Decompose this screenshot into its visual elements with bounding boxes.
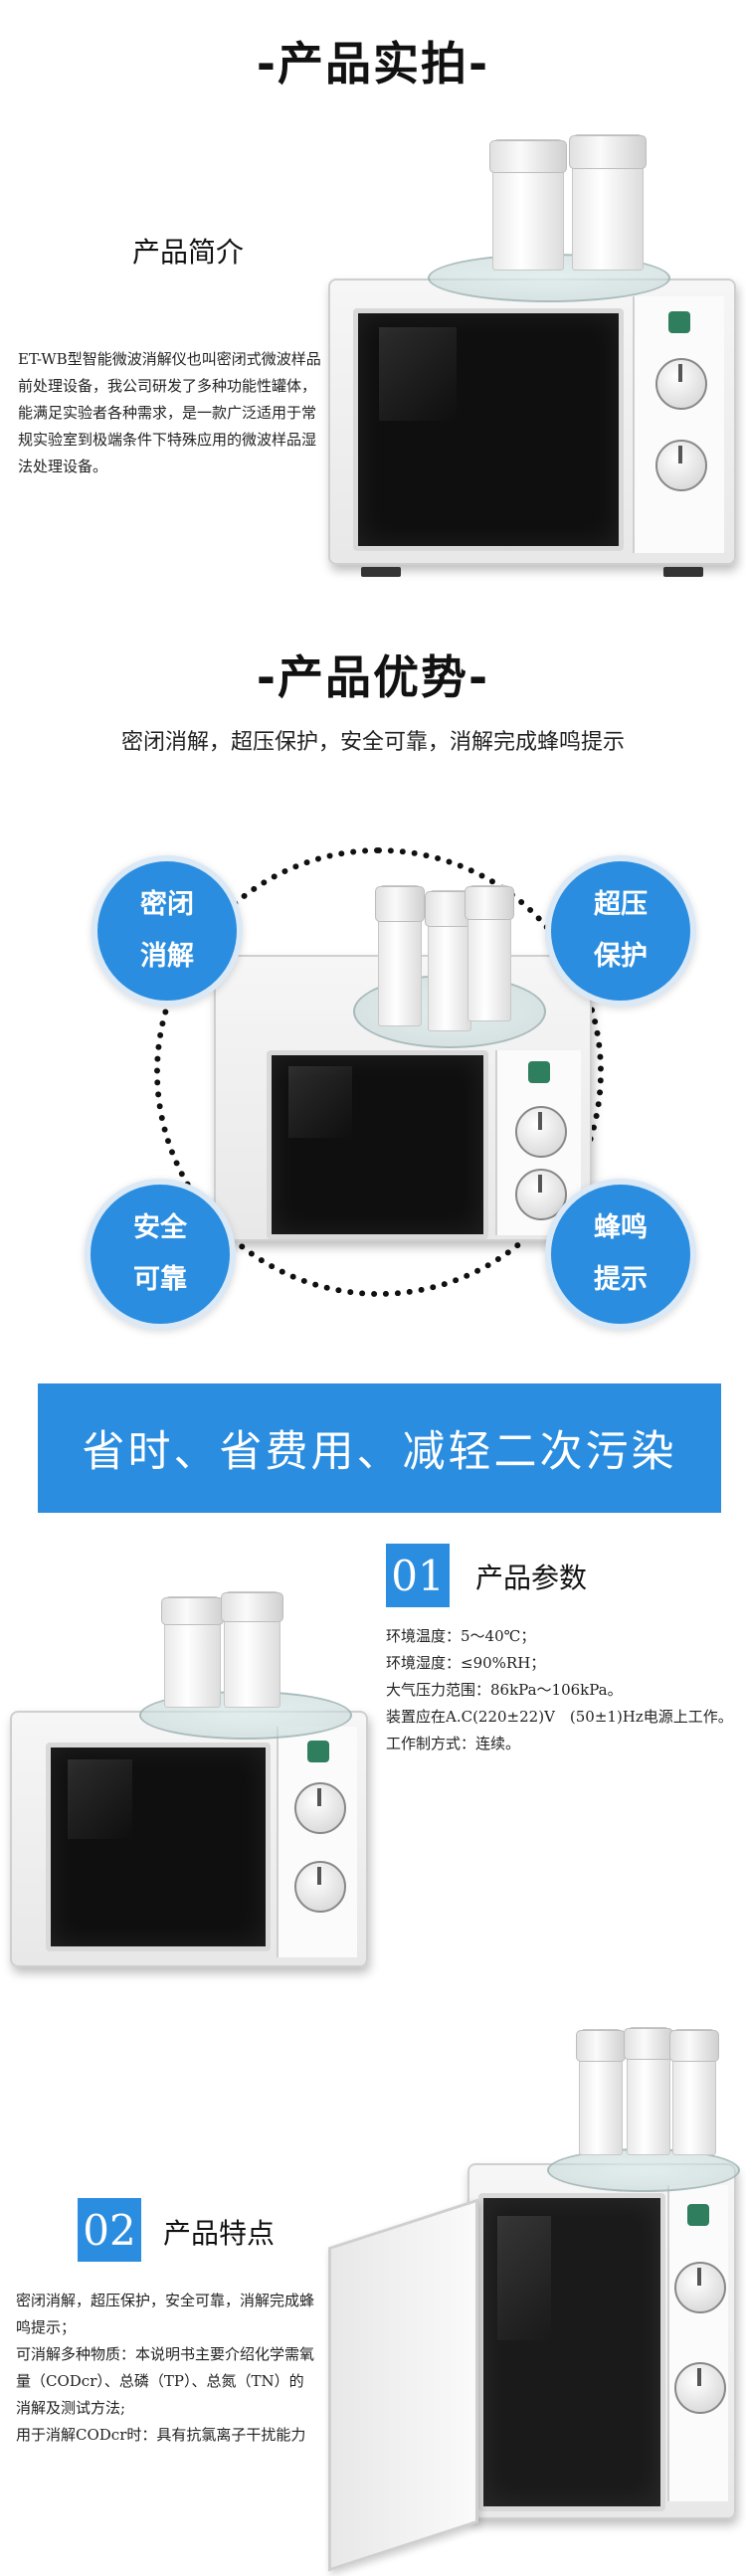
slogan-text: 省时、省费用、减轻二次污染 xyxy=(82,1427,677,1477)
badge-sealed-digestion: 密闭 消解 xyxy=(92,855,243,1007)
feature-line: 可消解多种物质：本说明书主要介绍化学需氧量（CODcr）、总磷（TP）、总氮（T… xyxy=(16,2345,315,2417)
feature-line: 用于消解CODcr时：具有抗氯离子干扰能力 xyxy=(16,2426,306,2444)
features-photo-microwave-open xyxy=(467,2163,736,2531)
advantage-photo-microwave xyxy=(214,955,592,1253)
features-number-badge: 02 xyxy=(78,2198,141,2262)
advantage-dotted-circle xyxy=(154,847,604,1297)
intro-heading: 产品简介 xyxy=(132,236,245,269)
badge-safe-reliable: 安全 可靠 xyxy=(85,1179,236,1330)
section-title-photos: -产品实拍- xyxy=(256,37,490,91)
slogan-banner: 省时、省费用、减轻二次污染 xyxy=(38,1383,721,1513)
param-line: 装置应在A.C(220±22)V (50±1)Hz电源上工作。 xyxy=(386,1708,733,1726)
params-photo-microwave xyxy=(10,1711,368,1979)
param-line: 环境温度：5～40℃； xyxy=(386,1627,536,1645)
param-line: 大气压力范围：86kPa～106kPa。 xyxy=(386,1681,623,1699)
intro-text: ET-WB型智能微波消解仪也叫密闭式微波样品前处理设备，我公司研发了多种功能性罐… xyxy=(18,350,321,475)
product-photo-microwave xyxy=(328,278,736,577)
advantages-subtitle: 密闭消解，超压保护，安全可靠，消解完成蜂鸣提示 xyxy=(120,730,625,755)
params-number-badge: 01 xyxy=(386,1544,450,1607)
section-title-advantages: -产品优势- xyxy=(256,650,490,704)
badge-overpressure-protection: 超压 保护 xyxy=(545,855,696,1007)
param-line: 工作制方式：连续。 xyxy=(386,1735,521,1752)
params-list: 环境温度：5～40℃； 环境湿度：≤90%RH； 大气压力范围：86kPa～10… xyxy=(386,1623,739,1757)
feature-line: 密闭消解，超压保护，安全可靠，消解完成蜂鸣提示； xyxy=(16,2292,315,2336)
open-door-panel xyxy=(328,2198,478,2572)
features-list: 密闭消解，超压保护，安全可靠，消解完成蜂鸣提示； 可消解多种物质：本说明书主要介… xyxy=(16,2288,314,2449)
params-heading: 产品参数 xyxy=(475,1562,588,1594)
param-line: 环境湿度：≤90%RH； xyxy=(386,1654,546,1672)
features-heading: 产品特点 xyxy=(163,2217,276,2250)
badge-buzzer-alert: 蜂鸣 提示 xyxy=(545,1179,696,1330)
